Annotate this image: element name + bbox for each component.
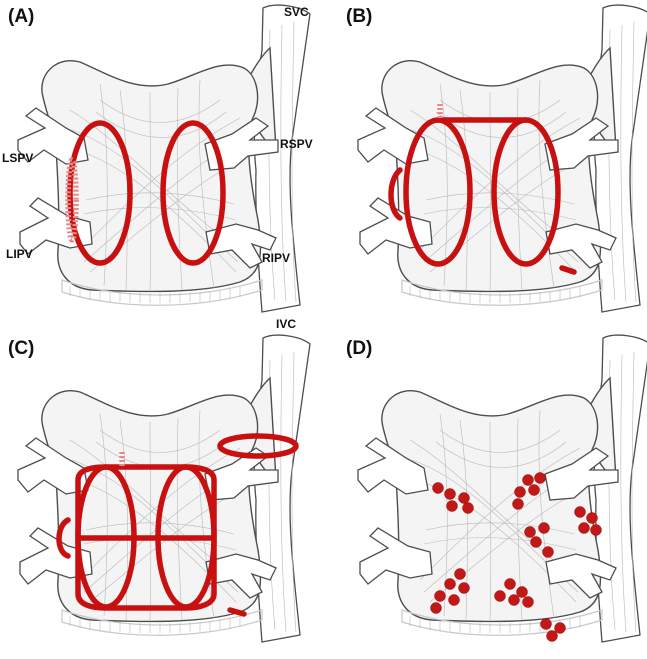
svc-isolation-lesion: [217, 433, 299, 459]
panel-d: (D): [346, 334, 647, 643]
left-pv-posterior-segment: [65, 157, 79, 243]
rspv-label: RSPV: [280, 137, 313, 151]
right-pv-encircling-lesion: [160, 120, 226, 266]
panel-b-label: (B): [346, 6, 372, 27]
panel-c-label: (C): [8, 338, 34, 359]
panel-a-label: (A): [8, 6, 34, 27]
panel-a: (A) SVC LSPV LIPV RSPV RIPV IVC: [2, 4, 313, 331]
lspv-label: LSPV: [2, 151, 33, 165]
lipv-label: LIPV: [6, 247, 33, 261]
left-atrium-drawing: [357, 4, 647, 313]
cti-lesion: [559, 265, 577, 275]
panel-b: (B): [346, 4, 647, 313]
panel-d-label: (D): [346, 338, 372, 359]
mitral-isthmus-lesion: [388, 167, 403, 221]
panel-c: (C): [8, 334, 311, 643]
ripv-label: RIPV: [262, 251, 290, 265]
ivc-label: IVC: [276, 317, 296, 331]
ablation-point-dots: [430, 472, 602, 642]
svc-label: SVC: [284, 5, 309, 19]
cti-lesion: [227, 607, 247, 617]
mitral-isthmus-lesion: [56, 517, 71, 559]
